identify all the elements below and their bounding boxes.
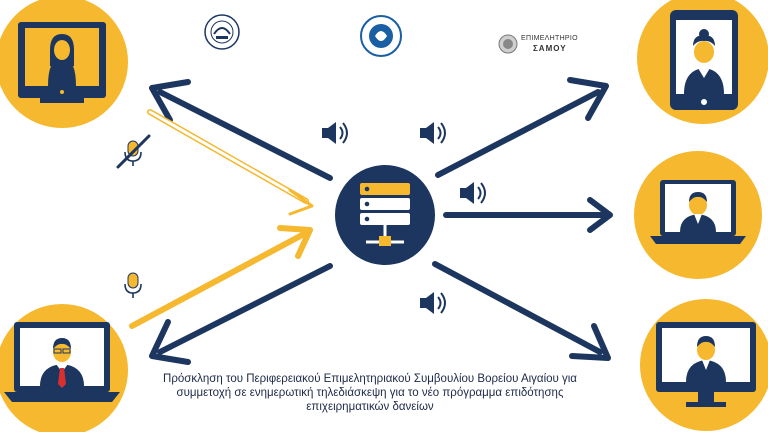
arrow-to-bottom-left <box>149 263 333 365</box>
participant-bottom-left <box>0 304 128 432</box>
samos-logo-line2: ΣΑΜΟΥ <box>533 44 567 53</box>
speaker-icon-middle-right <box>460 182 486 204</box>
arrow-speaking-incoming <box>129 225 313 329</box>
chamber-logo-left <box>204 14 240 50</box>
arrow-muted-incoming <box>147 109 314 216</box>
arrow-to-middle-right <box>443 197 613 233</box>
microphone-icon <box>124 272 142 298</box>
participant-middle-right <box>634 151 762 279</box>
participant-bottom-right <box>640 299 768 431</box>
invitation-caption: Πρόσκληση του Περιφερειακού Επιμελητηρια… <box>130 372 610 414</box>
speaker-icon-top-right <box>420 122 446 144</box>
caption-line-1: Πρόσκληση του Περιφερειακού Επιμελητηρια… <box>163 373 577 385</box>
chamber-logo-samos <box>498 34 518 54</box>
muted-microphone-icon <box>116 134 151 169</box>
server-icon <box>335 165 435 265</box>
arrow-to-top-right <box>435 77 609 178</box>
speaker-icon-top-left <box>322 122 348 144</box>
caption-line-3: επιχειρηματικών δανείων <box>306 401 434 413</box>
chamber-logo-chios <box>360 15 402 57</box>
participant-top-right <box>637 0 768 124</box>
samos-logo-line1: ΕΠΙΜΕΛΗΤΗΡΙΟ <box>521 35 578 42</box>
caption-line-2: συμμετοχή σε ενημερωτική τηλεδιάσκεψη γι… <box>176 387 564 399</box>
speaker-icon-bottom-right <box>420 292 446 314</box>
arrow-to-top-left <box>149 79 333 181</box>
arrow-to-bottom-right <box>432 261 611 361</box>
participant-top-left <box>0 0 128 128</box>
